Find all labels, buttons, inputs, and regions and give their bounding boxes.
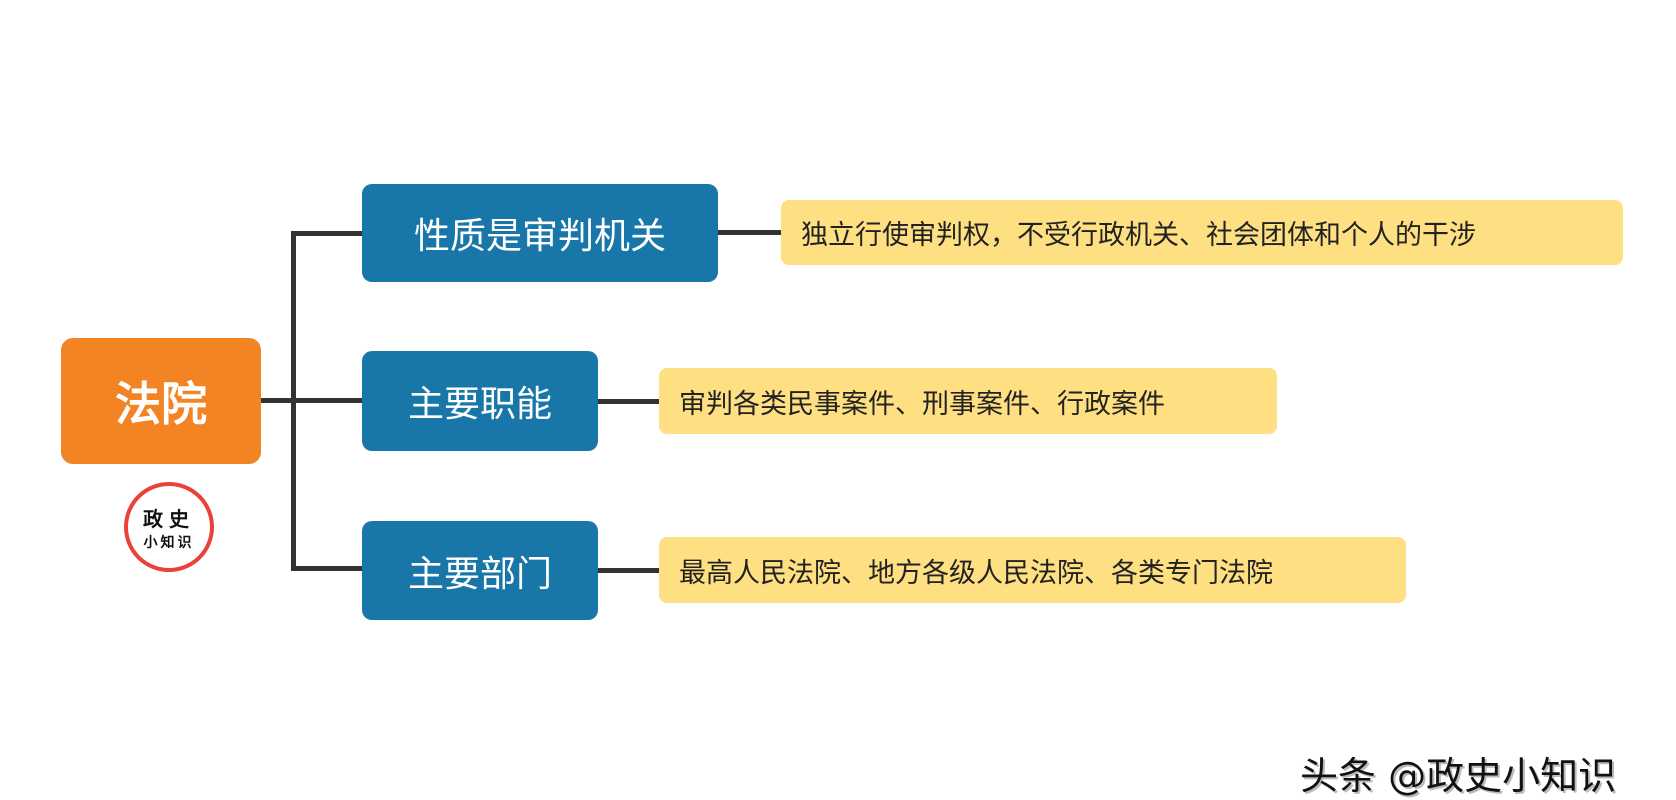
logo-stamp: 政史 小知识 — [124, 482, 214, 572]
branch-node-nature: 性质是审判机关 — [362, 184, 718, 282]
logo-text-line2: 小知识 — [143, 534, 195, 551]
detail-node-nature: 独立行使审判权，不受行政机关、社会团体和个人的干涉 — [781, 200, 1623, 265]
connector-branch-1 — [291, 231, 362, 236]
detail-node-departments: 最高人民法院、地方各级人民法院、各类专门法院 — [659, 537, 1406, 603]
connector-detail-3 — [598, 568, 659, 573]
watermark: 头条 @政史小知识 — [1300, 754, 1617, 798]
connector-root — [261, 398, 362, 403]
connector-detail-2 — [598, 399, 659, 404]
root-node: 法院 — [61, 338, 261, 464]
connector-detail-1 — [718, 230, 781, 235]
branch-node-departments: 主要部门 — [362, 521, 598, 620]
connector-vertical — [291, 231, 296, 571]
branch-node-function: 主要职能 — [362, 351, 598, 451]
detail-node-function: 审判各类民事案件、刑事案件、行政案件 — [659, 368, 1277, 434]
logo-text-line1: 政史 — [143, 506, 195, 531]
connector-branch-3 — [291, 566, 362, 571]
